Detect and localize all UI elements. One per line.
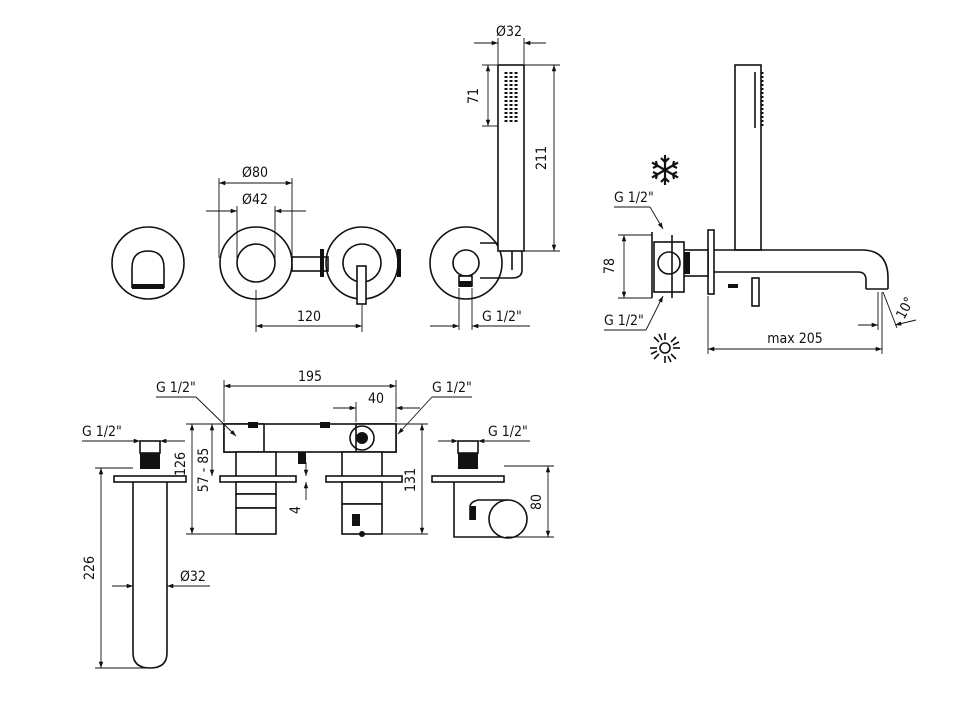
dim-80: 80 (504, 465, 554, 538)
dim-131-label: 131 (403, 468, 419, 492)
dim-d32-top-label: Ø32 (496, 24, 522, 40)
front-view-diverter (219, 226, 329, 300)
bottom-view-spout (113, 440, 187, 669)
snowflake-icon (651, 155, 679, 185)
dim-d32-bot-label: Ø32 (180, 569, 206, 585)
dim-d42-label: Ø42 (242, 192, 268, 208)
dim-angle10: 10° (858, 291, 918, 330)
dim-126-label: 126 (173, 452, 189, 476)
dim-120: 120 (255, 290, 363, 332)
front-view-spout (111, 226, 185, 300)
dim-d32-top: Ø32 (474, 24, 546, 64)
dim-57-85-label: 57 - 85 (196, 448, 212, 493)
dim-d42: Ø42 (206, 192, 306, 258)
dim-195-label: 195 (298, 369, 322, 385)
dim-max205-label: max 205 (767, 331, 822, 347)
dim-g-front: G 1/2" (430, 288, 530, 330)
dim-g-bot-mid-label: G 1/2" (156, 380, 196, 396)
dim-g-bot-spout: G 1/2" (397, 380, 472, 435)
spray-nozzles (504, 72, 518, 122)
dim-211-label: 211 (534, 146, 550, 170)
side-view (651, 64, 889, 307)
dim-71: 71 (466, 64, 498, 127)
front-view-handshower (429, 64, 525, 300)
dim-80-label: 80 (529, 494, 545, 510)
dim-226: 226 (82, 467, 150, 669)
dim-g-bot-right: G 1/2" (438, 424, 530, 444)
dim-120-label: 120 (297, 309, 321, 325)
dim-4-label: 4 (288, 506, 304, 514)
dim-g-bot-spout-label: G 1/2" (432, 380, 472, 396)
dim-78: 78 (602, 234, 652, 299)
dim-g-bot-mid: G 1/2" (156, 380, 237, 437)
dim-g-bot-left-label: G 1/2" (82, 424, 122, 440)
dim-g-front-label: G 1/2" (482, 309, 522, 325)
dim-g-side-bot-label: G 1/2" (604, 313, 644, 329)
sun-icon (650, 333, 680, 363)
dim-g-side-top-label: G 1/2" (614, 190, 654, 206)
bottom-view-holder (431, 440, 528, 539)
dim-g-bot-right-label: G 1/2" (488, 424, 528, 440)
dim-211: 211 (524, 64, 560, 252)
bottom-view-mixer-body (219, 422, 403, 537)
dim-71-label: 71 (466, 88, 482, 104)
front-view-mixer (320, 226, 401, 305)
dim-angle10-label: 10° (893, 295, 918, 322)
dim-131: 131 (366, 423, 428, 535)
dim-d80-label: Ø80 (242, 165, 268, 181)
dim-max205: max 205 (707, 292, 883, 354)
dim-78-label: 78 (602, 258, 618, 274)
dim-40-label: 40 (368, 391, 384, 407)
dim-40: 40 (333, 391, 420, 422)
dim-4: 4 (288, 462, 309, 514)
dim-g-side-bot: G 1/2" (604, 295, 664, 331)
dim-d32-bot: Ø32 (112, 569, 210, 589)
dim-57-85: 57 - 85 (196, 424, 215, 493)
dim-g-side-top: G 1/2" (614, 190, 664, 230)
dim-195: 195 (223, 369, 397, 422)
dim-226-label: 226 (82, 556, 98, 580)
dim-d80: Ø80 (218, 165, 293, 258)
dim-126: 126 (173, 423, 236, 535)
dim-g-bot-left: G 1/2" (82, 424, 185, 444)
